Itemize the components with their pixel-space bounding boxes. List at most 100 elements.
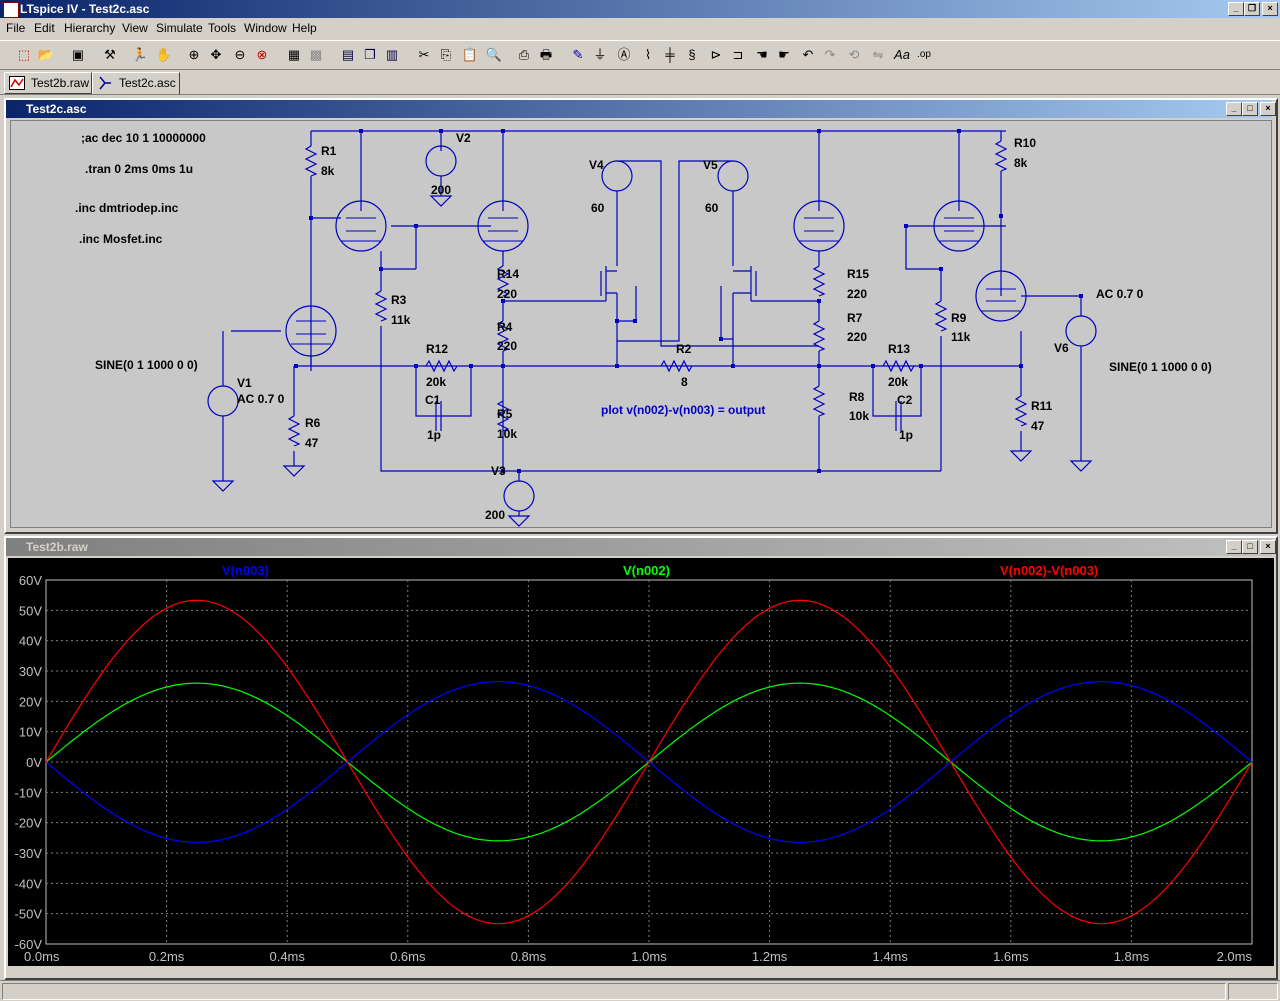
menu-edit[interactable]: Edit: [34, 21, 55, 35]
diode-icon[interactable]: ⊳: [710, 47, 722, 62]
value-r3: 11k: [391, 313, 411, 327]
label-r10: R10: [1014, 136, 1036, 150]
value-v1-ac: AC 0.7 0: [237, 392, 285, 406]
capacitor-icon[interactable]: ╪: [665, 47, 675, 62]
print-icon[interactable]: 🖶: [539, 47, 553, 62]
menu-view[interactable]: View: [122, 21, 148, 35]
value-r12: 20k: [426, 375, 446, 389]
y-tick-label: -50V: [15, 907, 43, 922]
menu-tools[interactable]: Tools: [208, 21, 237, 35]
x-tick-label: 0.2ms: [149, 949, 185, 964]
y-tick-label: 30V: [19, 664, 42, 679]
value-r7: 220: [847, 330, 867, 344]
run-icon[interactable]: 🏃: [131, 47, 149, 62]
autorange-icon[interactable]: ▦: [287, 47, 301, 62]
schematic-close-button[interactable]: ×: [1260, 102, 1276, 116]
open-icon[interactable]: 📂: [37, 47, 55, 62]
cascade-icon[interactable]: ❐: [364, 47, 376, 62]
resistor-icon[interactable]: ⌇: [644, 47, 652, 62]
text-icon[interactable]: Aa: [894, 47, 910, 62]
x-tick-label: 1.4ms: [872, 949, 908, 964]
directive-inc-triode[interactable]: .inc dmtriodep.inc: [75, 201, 179, 215]
label-v2: V2: [456, 131, 471, 145]
schematic-maximize-button[interactable]: □: [1242, 102, 1258, 116]
zoom-fit-icon[interactable]: ⊗: [256, 47, 268, 62]
print-setup-icon[interactable]: ⎙: [518, 47, 530, 62]
cut-icon[interactable]: ✂: [418, 47, 430, 62]
schematic-comment[interactable]: plot v(n002)-v(n003) = output: [601, 403, 765, 417]
trace-label-v-n002[interactable]: V(n002): [623, 563, 670, 578]
label-r6: R6: [305, 416, 321, 430]
schematic-minimize-button[interactable]: _: [1226, 102, 1242, 116]
close-button[interactable]: ×: [1262, 2, 1278, 16]
new-schematic-icon[interactable]: ⬚: [17, 47, 31, 62]
drag-icon[interactable]: ☛: [778, 47, 790, 62]
waveform-maximize-button[interactable]: □: [1242, 540, 1258, 554]
tab-test2c-asc[interactable]: Test2c.asc: [92, 72, 180, 94]
label-r11: R11: [1031, 399, 1053, 413]
control-panel-icon[interactable]: ⚒: [104, 47, 116, 62]
x-tick-label: 1.2ms: [752, 949, 788, 964]
value-c1: 1p: [427, 428, 441, 442]
menu-simulate[interactable]: Simulate: [156, 21, 203, 35]
copy-icon[interactable]: ⎘: [440, 47, 452, 62]
value-v6-sine: SINE(0 1 1000 0 0): [1109, 360, 1212, 374]
status-panel-right: [1228, 983, 1278, 1000]
label-c2: C2: [897, 393, 913, 407]
menu-file[interactable]: File: [6, 21, 26, 35]
value-r8: 10k: [849, 409, 869, 423]
waveform-close-button[interactable]: ×: [1260, 540, 1276, 554]
pan-icon[interactable]: ✥: [210, 47, 222, 62]
value-r1: 8k: [321, 164, 335, 178]
value-r4: 220: [497, 339, 517, 353]
spice-directive-icon[interactable]: .op: [917, 49, 931, 60]
rotate-icon[interactable]: ⟲: [848, 47, 860, 62]
tab-bar: Test2b.raw Test2c.asc: [0, 70, 1280, 95]
save-icon[interactable]: ▣: [71, 47, 85, 62]
y-tick-label: -10V: [15, 785, 43, 800]
undo-icon[interactable]: ↶: [802, 47, 814, 62]
ltspice-app-icon[interactable]: [3, 2, 19, 18]
zoom-out-icon[interactable]: ⊖: [234, 47, 246, 62]
value-v5: 60: [705, 201, 719, 215]
move-icon[interactable]: ☚: [756, 47, 768, 62]
toolbar: ⬚ 📂 ▣ ⚒ 🏃 ✋ ⊕ ✥ ⊖ ⊗ ▦ ▩ ▤ ❐ ▥ ✂ ⎘ 📋 🔍 ⎙ …: [0, 40, 1280, 70]
app-titlebar: LTspice IV - Test2c.asc _ ❐ ×: [0, 0, 1280, 18]
label-r9: R9: [951, 311, 967, 325]
restore-button[interactable]: ❐: [1244, 2, 1260, 16]
component-icon[interactable]: ⊐: [732, 47, 744, 62]
grid-icon[interactable]: ▩: [309, 47, 323, 62]
tab-label: Test2c.asc: [119, 76, 176, 90]
trace-v-n002-v-n003[interactable]: [45, 599, 1253, 925]
y-tick-label: 20V: [19, 694, 42, 709]
tile-horizontal-icon[interactable]: ▤: [341, 47, 355, 62]
menu-window[interactable]: Window: [244, 21, 287, 35]
schematic-canvas[interactable]: ;ac dec 10 1 10000000 .tran 0 2ms 0ms 1u…: [10, 120, 1272, 528]
ground-icon[interactable]: ⏚: [593, 47, 607, 62]
directive-ac[interactable]: ;ac dec 10 1 10000000: [81, 131, 206, 145]
find-icon[interactable]: 🔍: [485, 47, 503, 62]
inductor-icon[interactable]: §: [688, 47, 696, 62]
mirror-icon[interactable]: ⇋: [872, 47, 884, 62]
directive-inc-mosfet[interactable]: .inc Mosfet.inc: [79, 232, 163, 246]
waveform-minimize-button[interactable]: _: [1226, 540, 1242, 554]
x-tick-label: 1.6ms: [993, 949, 1029, 964]
paste-icon[interactable]: 📋: [461, 47, 479, 62]
tab-test2b-raw[interactable]: Test2b.raw: [4, 72, 92, 94]
halt-icon[interactable]: ✋: [155, 47, 173, 62]
label-icon[interactable]: Ⓐ: [617, 47, 631, 62]
tile-vertical-icon[interactable]: ▥: [385, 47, 399, 62]
menu-help[interactable]: Help: [292, 21, 317, 35]
directive-tran[interactable]: .tran 0 2ms 0ms 1u: [85, 162, 193, 176]
wire-icon[interactable]: ✎: [572, 47, 584, 62]
y-tick-label: -60V: [15, 937, 43, 952]
menu-hierarchy[interactable]: Hierarchy: [64, 21, 116, 35]
minimize-button[interactable]: _: [1228, 2, 1244, 16]
trace-label-v-diff[interactable]: V(n002)-V(n003): [1000, 563, 1098, 578]
zoom-in-icon[interactable]: ⊕: [188, 47, 200, 62]
redo-icon[interactable]: ↷: [824, 47, 836, 62]
trace-label-v-n003[interactable]: V(n003): [222, 563, 269, 578]
